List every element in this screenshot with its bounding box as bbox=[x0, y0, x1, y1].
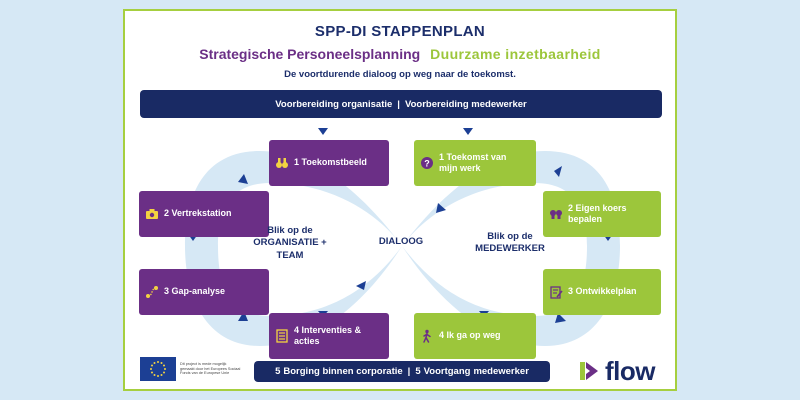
tagline: De voortdurende dialoog op weg naar de t… bbox=[284, 69, 516, 80]
organisation-step-2[interactable]: 2 Vertrekstation bbox=[139, 191, 269, 237]
employee-view-label: Blik op de MEDEWERKER bbox=[475, 231, 545, 255]
assurance-left: Borging binnen corporatie bbox=[283, 366, 403, 377]
preparation-bar: Voorbereiding organisatie | Voorbereidin… bbox=[140, 90, 662, 118]
employee-step-3[interactable]: 3 Ontwikkelplan bbox=[543, 269, 661, 315]
arrow-right-upper bbox=[554, 166, 562, 177]
subtitle-row: Strategische Personeelsplanning Duurzame… bbox=[125, 46, 675, 62]
employee-step-1[interactable]: ? 1 Toekomst van mijn werk bbox=[414, 140, 536, 186]
eu-funding-block: Dit project is mede mogelijk gemaakt doo… bbox=[140, 354, 245, 384]
employee-step-4[interactable]: 4 Ik ga op weg bbox=[414, 313, 536, 359]
infinity-loop bbox=[185, 128, 620, 346]
checklist-icon bbox=[275, 329, 289, 343]
route-icon bbox=[145, 285, 159, 299]
speech-heads-icon bbox=[549, 207, 563, 221]
flow-logo-icon bbox=[580, 362, 598, 380]
flow-arrows bbox=[188, 128, 613, 323]
infinity-loop-shape bbox=[185, 151, 620, 346]
flow-logo-text: flow bbox=[605, 356, 656, 386]
organisation-step-1[interactable]: 1 Toekomstbeeld bbox=[269, 140, 389, 186]
arrow-center-left bbox=[356, 281, 366, 290]
camera-icon bbox=[145, 207, 159, 221]
preparation-employee: Voorbereiding medewerker bbox=[404, 98, 527, 110]
question-icon: ? bbox=[420, 156, 434, 170]
organisation-step-4[interactable]: 4 Interventies & acties bbox=[269, 313, 389, 359]
svg-text:?: ? bbox=[424, 159, 430, 169]
organisation-step-3[interactable]: 3 Gap-analyse bbox=[139, 269, 269, 315]
page-title: SPP-DI STAPPENPLAN bbox=[314, 23, 486, 40]
subtitle-left: Strategische Personeelsplanning bbox=[199, 46, 421, 62]
assurance-separator: | bbox=[407, 366, 411, 377]
employee-step-2[interactable]: 2 Eigen koers bepalen bbox=[543, 191, 661, 237]
arrow-top-bar-to-green bbox=[463, 128, 473, 135]
assurance-right-suffix: medewerker bbox=[473, 366, 529, 377]
arrow-left-lower bbox=[238, 311, 248, 321]
dialogue-label: DIALOOG bbox=[378, 236, 424, 247]
flow-logo[interactable]: flow bbox=[577, 357, 667, 385]
subtitle-right: Duurzame inzetbaarheid bbox=[430, 46, 601, 62]
assurance-bar: 5 Borging binnen corporatie | 5 Voortgan… bbox=[254, 361, 550, 382]
assurance-right-prefix: 5 bbox=[415, 366, 421, 377]
arrow-right-lower bbox=[555, 313, 566, 323]
arrow-left-upper bbox=[238, 174, 248, 184]
assurance-left-prefix: 5 bbox=[275, 366, 281, 377]
arrow-top-bar-to-purple bbox=[318, 128, 328, 135]
assurance-right: Voortgang bbox=[423, 366, 471, 377]
hiker-icon bbox=[420, 329, 434, 343]
preparation-organisation: Voorbereiding organisatie bbox=[275, 98, 393, 110]
plan-edit-icon bbox=[549, 285, 563, 299]
eu-flag-icon bbox=[140, 357, 176, 381]
organisation-view-label: Blik op de ORGANISATIE + TEAM bbox=[253, 225, 327, 261]
preparation-separator: | bbox=[397, 98, 400, 110]
stappenplan-card: SPP-DI STAPPENPLAN Strategische Personee… bbox=[123, 9, 677, 391]
eu-funding-text: Dit project is mede mogelijk gemaakt doo… bbox=[180, 361, 241, 376]
binoculars-icon bbox=[275, 156, 289, 170]
arrow-center-right bbox=[436, 203, 446, 213]
